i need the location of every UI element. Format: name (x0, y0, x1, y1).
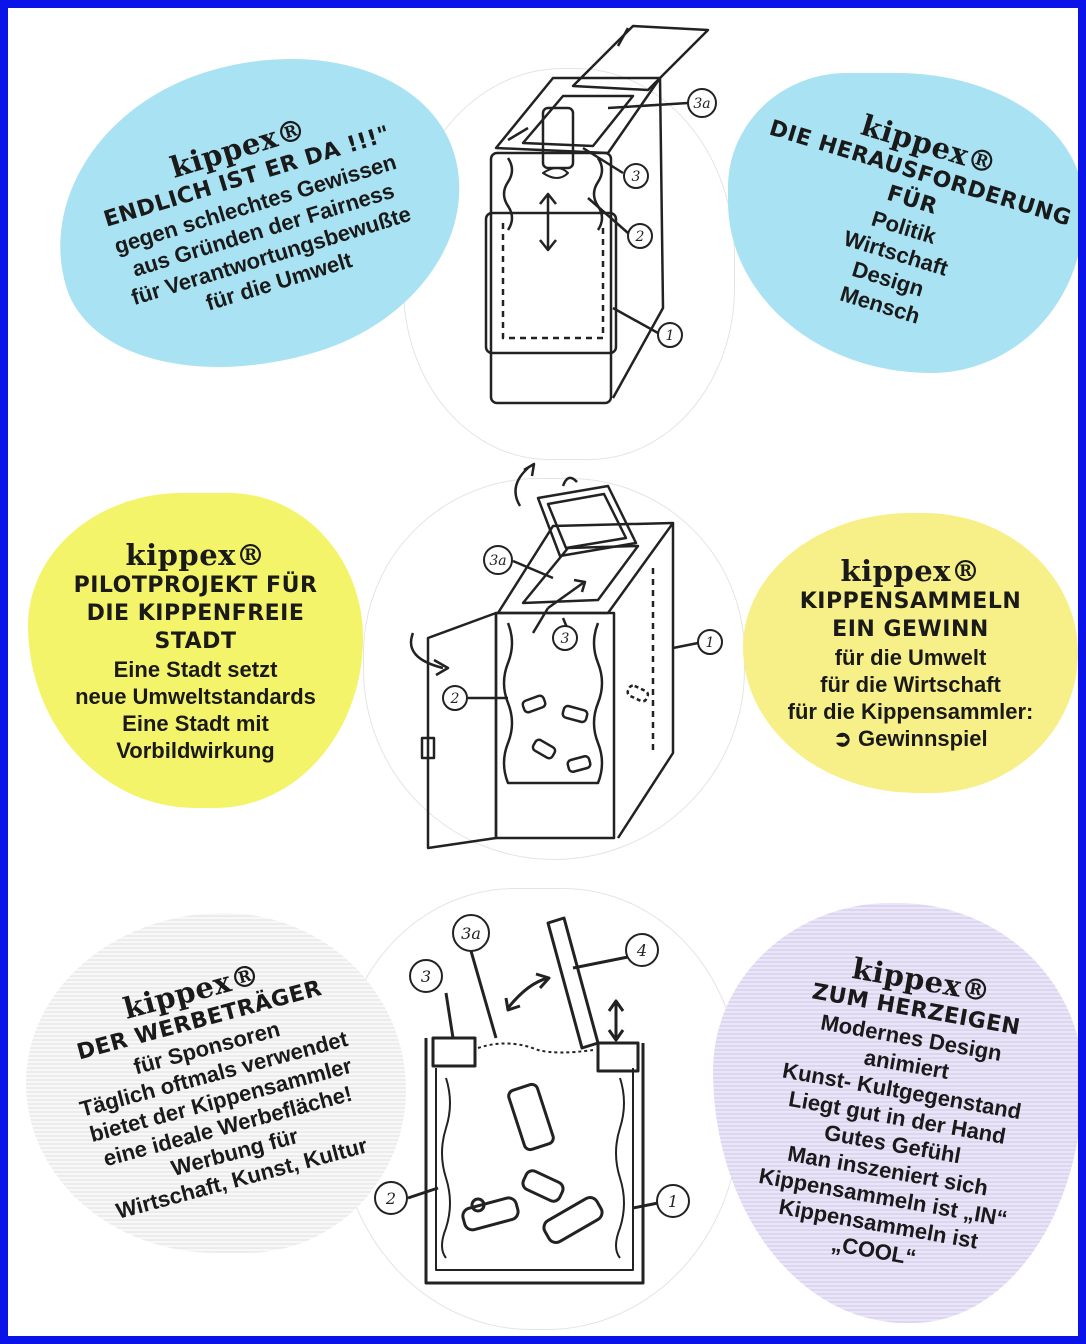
bottom-label-2: 2 (385, 1189, 396, 1208)
top-label-2: 2 (635, 229, 645, 245)
panel-line: ➲ Gewinnspiel (833, 726, 988, 751)
panel-mid-right: kippex® KIPPENSAMMELN EIN GEWINN für die… (743, 513, 1078, 793)
panel-headline-2: DIE KIPPENFREIE (86, 600, 305, 626)
panel-bottom-left-content: kippex® DER WERBETRÄGER für Sponsoren Tä… (54, 939, 379, 1227)
top-drawing-mount (403, 68, 735, 460)
bottom-label-3: 3 (421, 967, 431, 986)
panel-headline: PILOTPROJEKT FÜR (73, 572, 318, 598)
panel-line: Eine Stadt setzt (113, 656, 278, 682)
panel-mid-left: kippex® PILOTPROJEKT FÜR DIE KIPPENFREIE… (28, 493, 363, 808)
top-label-1: 1 (666, 328, 675, 344)
bottom-label-4: 4 (636, 941, 647, 960)
panel-bottom-right-content: kippex® ZUM HERZEIGEN Modernes Design an… (748, 941, 1049, 1285)
brand-name: kippex® (840, 554, 981, 588)
panel-bottom-right: kippex® ZUM HERZEIGEN Modernes Design an… (713, 903, 1078, 1323)
top-label-3: 3 (632, 169, 641, 185)
panel-bottom-left: kippex® DER WERBETRÄGER für Sponsoren Tä… (26, 913, 406, 1253)
middle-label-3: 3 (561, 631, 570, 647)
bottom-label-3a: 3a (461, 924, 481, 943)
panel-line: Eine Stadt mit (122, 710, 269, 736)
panel-headline-3: STADT (154, 628, 237, 654)
bottom-drawing-mount (338, 888, 740, 1330)
panel-line: neue Umweltstandards (75, 683, 316, 709)
bottom-device-drawing: 3a 3 4 2 1 (374, 914, 690, 1285)
middle-device-drawing: 3a 3 2 1 (409, 462, 723, 850)
panel-line: für die Umwelt (834, 645, 987, 670)
panel-line: Vorbildwirkung (116, 737, 275, 763)
brand-name: kippex® (125, 537, 266, 572)
top-label-3a: 3a (693, 96, 710, 112)
middle-label-1: 1 (706, 635, 715, 651)
top-device-drawing: 3a 3 2 1 (484, 24, 717, 405)
panel-line: für die Kippensammler: (787, 699, 1034, 724)
middle-label-3a: 3a (489, 553, 506, 569)
panel-headline: KIPPENSAMMELN (799, 589, 1022, 614)
middle-label-2: 2 (450, 691, 460, 707)
panel-line: für die Wirtschaft (820, 672, 1001, 697)
bottom-label-1: 1 (668, 1192, 678, 1211)
panel-headline-2: EIN GEWINN (832, 617, 989, 642)
